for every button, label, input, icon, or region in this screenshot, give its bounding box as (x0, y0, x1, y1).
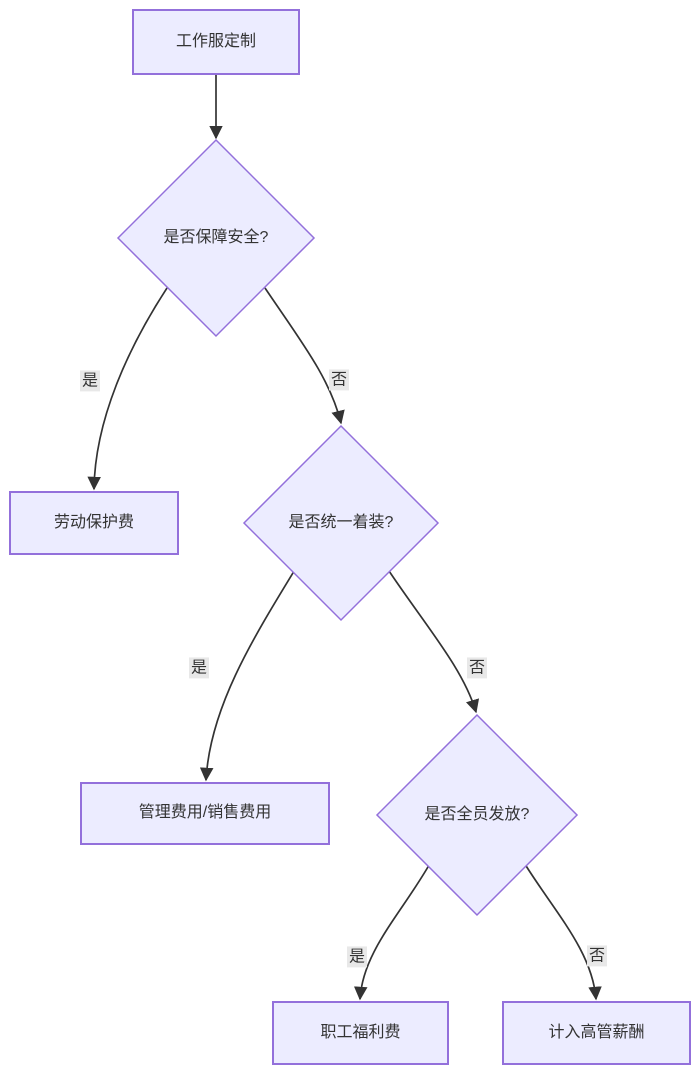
edge-label-allstaff-yes: 是 (346, 946, 368, 968)
edge-allstaff-no (522, 860, 602, 1001)
edge-uniform-no (386, 567, 480, 714)
node-q-safety-label: 是否保障安全? (163, 228, 269, 246)
edge-safety-no (264, 287, 345, 425)
node-exec-comp-label: 计入高管薪酬 (548, 1023, 645, 1041)
edge-label-uniform-yes: 是 (188, 657, 210, 679)
node-labor-protection-label: 劳动保护费 (53, 513, 134, 531)
edge-label-allstaff-no: 否 (586, 945, 608, 967)
node-staff-welfare-label: 职工福利费 (320, 1023, 401, 1041)
edge-allstaff-yes (353, 859, 433, 1001)
node-q-all-staff-label: 是否全员发放? (424, 805, 530, 823)
node-q-uniform-shape (242, 424, 440, 622)
edge-label-safety-no: 否 (328, 369, 350, 391)
node-q-safety-shape (116, 138, 316, 338)
node-exec-comp-shape (502, 1001, 691, 1065)
node-staff-welfare-shape (272, 1001, 449, 1065)
edge-safety-yes (87, 287, 168, 491)
node-admin-sales-shape (80, 782, 330, 845)
edge-label-uniform-no: 否 (466, 657, 488, 679)
edge-label-safety-yes: 是 (79, 370, 101, 392)
node-admin-sales-label: 管理费用/销售费用 (138, 804, 272, 822)
node-q-uniform-label: 是否统一着装? (288, 513, 394, 531)
node-start-shape (132, 9, 300, 75)
node-start-label: 工作服定制 (175, 32, 256, 50)
edge-uniform-yes (199, 567, 297, 782)
node-labor-protection-shape (9, 491, 179, 555)
node-q-all-staff-shape (375, 713, 579, 917)
